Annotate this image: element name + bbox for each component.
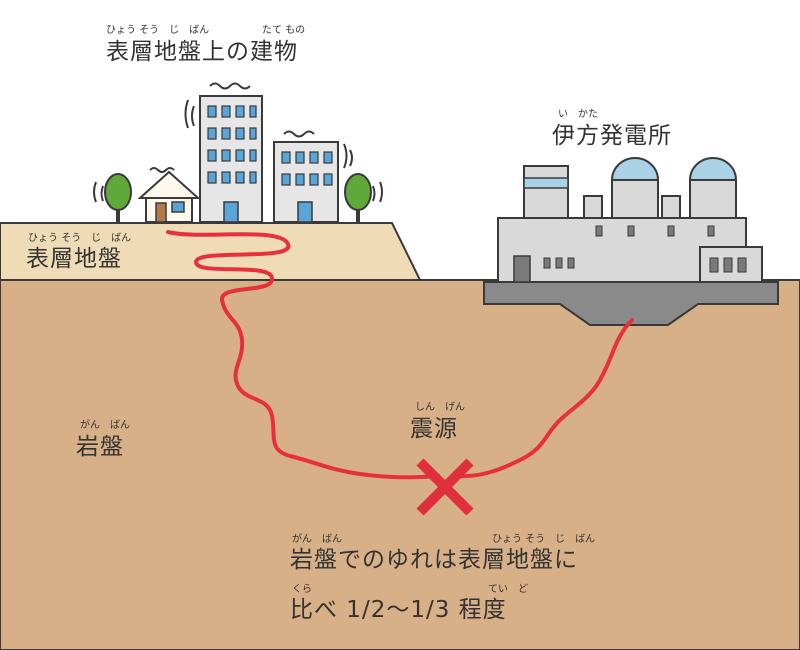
tree-icon-left bbox=[93, 173, 132, 222]
note-line2: 比べ 1/2～1/3 程度 bbox=[290, 597, 507, 623]
epicenter-ruby: しん げん bbox=[415, 402, 465, 413]
plant-ruby: い かた bbox=[558, 109, 598, 120]
building-icon-tall bbox=[184, 82, 263, 223]
top-title-ruby-2: たて もの bbox=[262, 25, 306, 36]
surface-ground-ruby: ひょう そう じ ばん bbox=[28, 233, 132, 244]
epicenter-label: 震源 bbox=[410, 416, 458, 442]
note-line1: 岩盤でのゆれは表層地盤に bbox=[290, 547, 578, 573]
plant-label: 伊方発電所 bbox=[552, 123, 672, 149]
top-title: 表層地盤上の建物 bbox=[106, 39, 298, 65]
bedrock-ruby: がん ばん bbox=[80, 420, 130, 431]
surface-ground-label: 表層地盤 bbox=[26, 246, 122, 272]
note-line2-ruby-2: てい ど bbox=[488, 584, 528, 595]
bedrock-layer bbox=[0, 279, 800, 650]
top-title-ruby-1: ひょう そう じ ばん bbox=[106, 25, 210, 36]
power-plant-icon bbox=[483, 157, 779, 326]
bedrock-label: 岩盤 bbox=[76, 434, 124, 460]
note-line1-ruby-1: がん ばん bbox=[292, 534, 342, 545]
note-line1-ruby-2: ひょう そう じ ばん bbox=[492, 534, 596, 545]
seismic-wave-paths bbox=[166, 230, 634, 480]
note-line2-ruby-1: くら bbox=[292, 584, 312, 595]
house-icon bbox=[137, 167, 201, 223]
tree-icon-right bbox=[344, 173, 383, 222]
building-icon-short bbox=[273, 130, 353, 223]
epicenter-x-icon bbox=[416, 458, 474, 516]
